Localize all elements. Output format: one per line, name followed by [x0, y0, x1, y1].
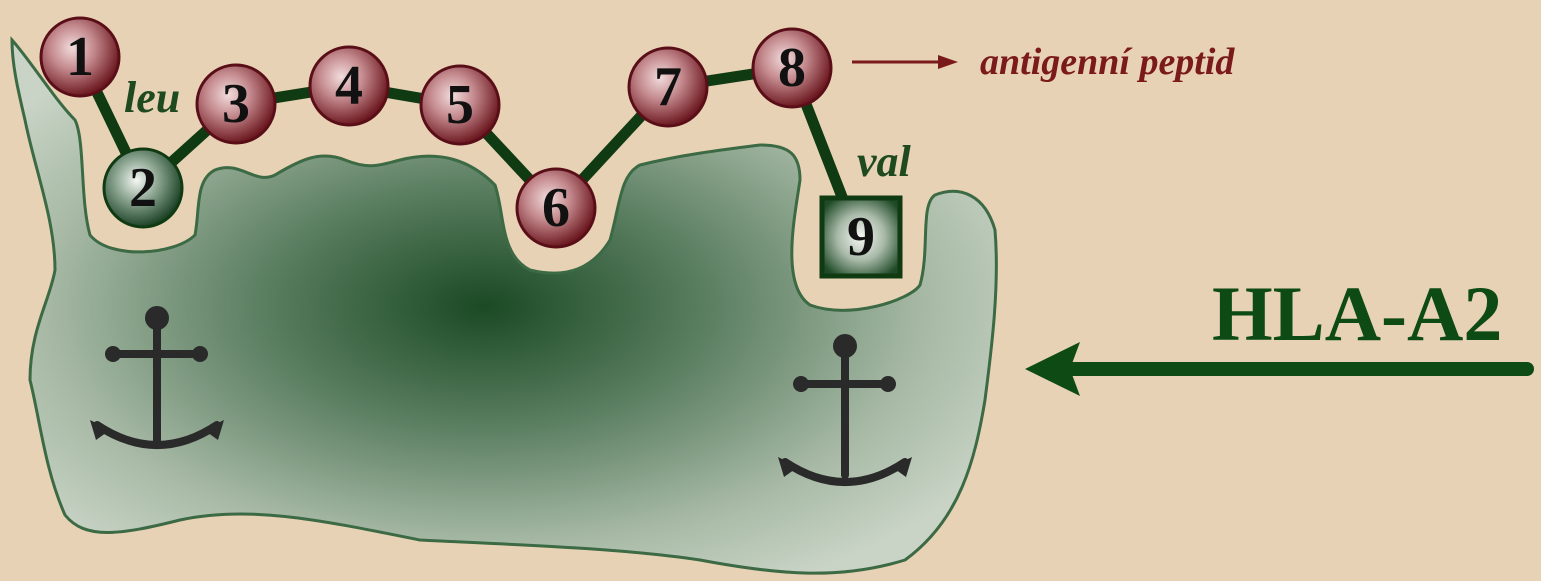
svg-text:6: 6: [542, 177, 570, 239]
svg-text:4: 4: [335, 55, 363, 117]
residue-1: 1: [39, 16, 121, 98]
residue-6: 6: [515, 167, 597, 249]
peptide-arrow: [852, 55, 958, 69]
residue-8: 8: [751, 27, 833, 109]
anchor-icon: [778, 334, 912, 486]
svg-text:8: 8: [778, 37, 806, 99]
svg-text:9: 9: [847, 206, 875, 268]
hla-label: HLA-A2: [1212, 270, 1502, 357]
leu-label: leu: [124, 73, 180, 122]
svg-text:3: 3: [222, 73, 250, 135]
svg-text:1: 1: [66, 26, 94, 88]
residue-4: 4: [308, 45, 390, 127]
val-label: val: [857, 137, 912, 186]
residue-5: 5: [419, 64, 501, 146]
svg-text:7: 7: [654, 56, 682, 118]
residue-2: 2: [102, 147, 184, 229]
residue-3: 3: [195, 63, 277, 145]
svg-text:2: 2: [129, 157, 157, 219]
hla-groove: [10, 36, 998, 575]
svg-text:5: 5: [446, 74, 474, 136]
anchor-icon: [90, 306, 224, 449]
residue-7: 7: [627, 46, 709, 128]
hla-arrow: [1025, 342, 1534, 396]
peptide-label: antigenní peptid: [980, 41, 1235, 83]
residue-9: 9: [819, 195, 903, 279]
